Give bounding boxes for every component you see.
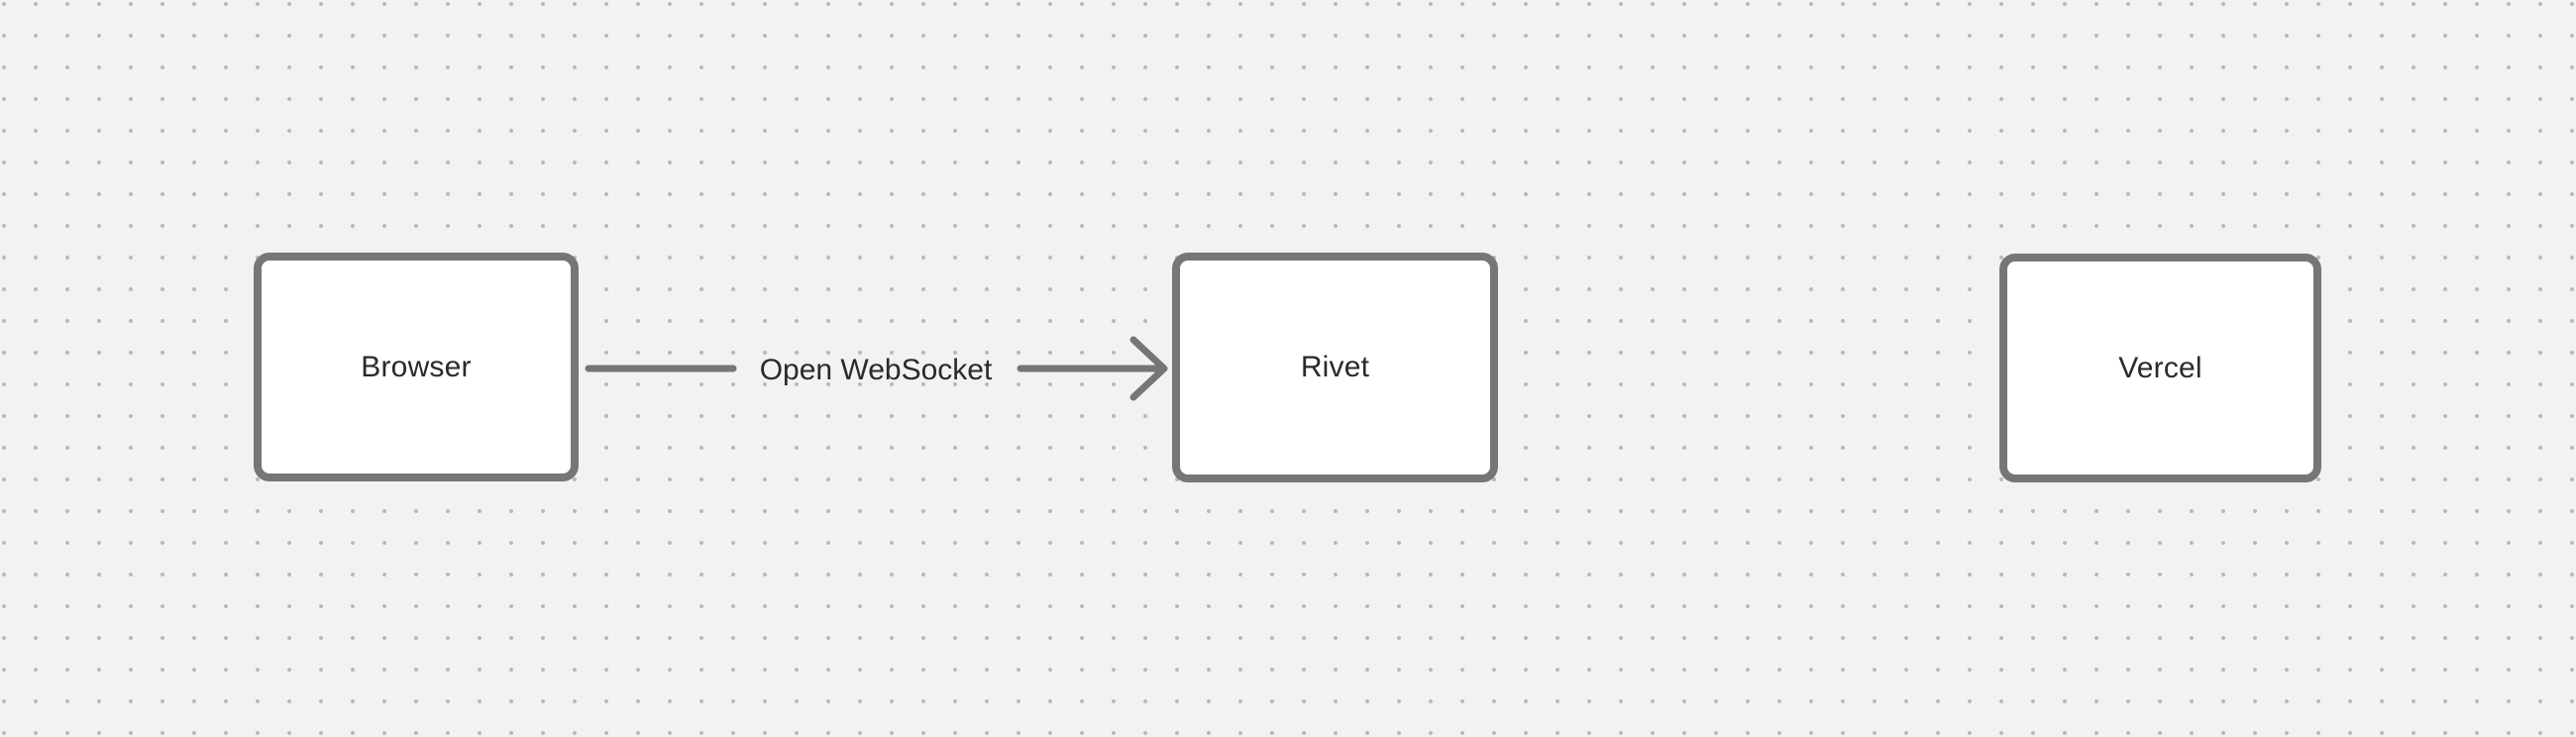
node-rivet[interactable]: Rivet: [1172, 253, 1498, 482]
arrow-browser-to-rivet[interactable]: Open WebSocket: [585, 336, 1168, 401]
arrowhead-icon: [1129, 336, 1168, 401]
node-browser[interactable]: Browser: [254, 253, 579, 481]
node-vercel-label: Vercel: [2118, 351, 2202, 384]
node-rivet-label: Rivet: [1300, 351, 1370, 383]
node-browser-label: Browser: [361, 350, 472, 383]
node-vercel[interactable]: Vercel: [1999, 254, 2321, 482]
arrow-label[interactable]: Open WebSocket: [760, 354, 993, 386]
